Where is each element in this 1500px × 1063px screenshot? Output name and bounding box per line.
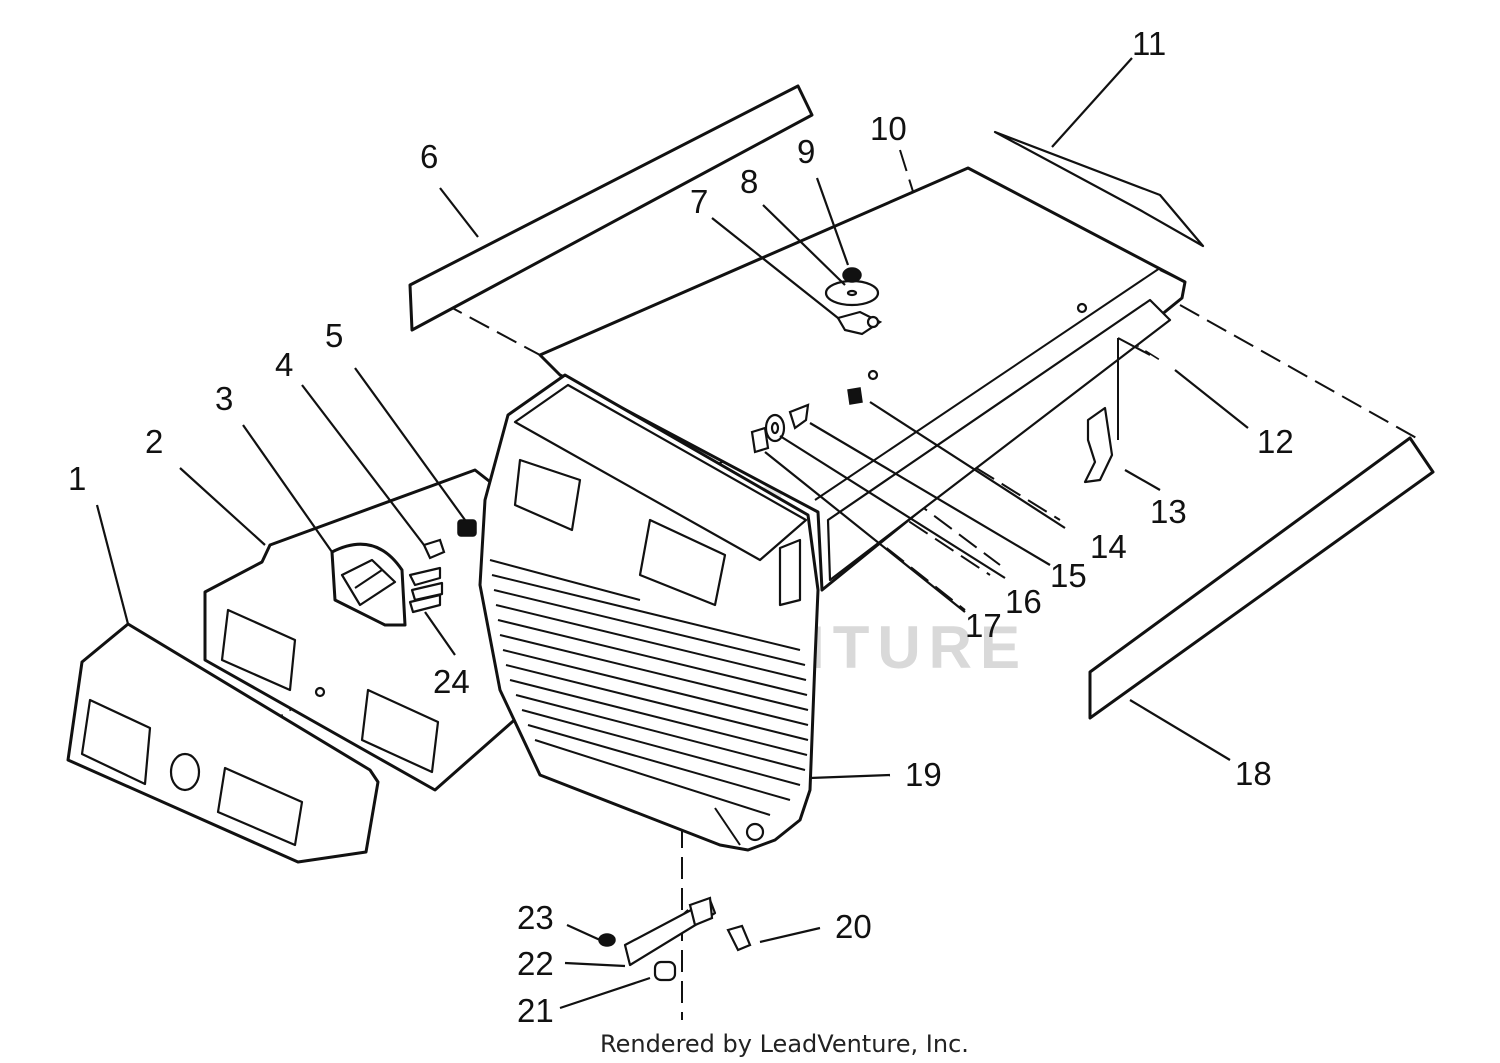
part-13-latch <box>1083 406 1114 484</box>
part-7-latch-bracket <box>836 310 883 336</box>
callout-20: 20 <box>835 908 872 945</box>
part-21-spacer <box>653 960 677 982</box>
part-1-front-insert <box>66 622 380 864</box>
part-22-bar <box>623 896 717 967</box>
callout-18: 18 <box>1235 755 1272 792</box>
part-20-knob <box>726 924 752 952</box>
part-23-washer <box>598 933 616 947</box>
callout-19: 19 <box>905 756 942 793</box>
render-credit: Rendered by LeadVenture, Inc. <box>600 1030 969 1058</box>
callout-2: 2 <box>145 423 163 460</box>
callout-5: 5 <box>325 317 343 354</box>
callout-23: 23 <box>517 899 554 936</box>
part-3-headlight <box>330 542 407 627</box>
part-24-bracket <box>408 566 444 614</box>
callout-12: 12 <box>1257 423 1294 460</box>
callout-24: 24 <box>433 663 470 700</box>
callout-7: 7 <box>690 183 708 220</box>
callout-8: 8 <box>740 163 758 200</box>
leader-lines <box>95 57 1249 1010</box>
part-4-bulb <box>422 538 446 560</box>
part-6-decal-strip <box>408 84 814 332</box>
callout-9: 9 <box>797 133 815 170</box>
part-12-hinge-line <box>1117 337 1151 440</box>
callout-10: 10 <box>870 110 907 147</box>
part-19-grille <box>478 373 820 852</box>
callout-1: 1 <box>68 460 86 497</box>
part-hood-side-window <box>826 298 1172 582</box>
callout-15: 15 <box>1050 557 1087 594</box>
part-11-top-decal <box>993 130 1205 248</box>
part-17-clip <box>750 426 770 454</box>
callout-6: 6 <box>420 138 438 175</box>
grille-slats <box>489 559 809 816</box>
part-8-washer <box>824 279 880 307</box>
part-18-side-decal <box>1088 436 1435 720</box>
callout-13: 13 <box>1150 493 1187 530</box>
callout-14: 14 <box>1090 528 1127 565</box>
callout-22: 22 <box>517 945 554 982</box>
callout-labels: 1 2 3 4 5 6 7 8 9 10 11 12 13 14 15 16 1… <box>68 25 1294 1029</box>
part-bolt <box>847 387 863 405</box>
part-15-washer <box>764 413 786 443</box>
callout-4: 4 <box>275 346 293 383</box>
callout-21: 21 <box>517 992 554 1029</box>
part-14-wing-nut <box>788 403 810 430</box>
callout-16: 16 <box>1005 583 1042 620</box>
callout-3: 3 <box>215 380 233 417</box>
part-9-nut <box>842 267 862 283</box>
part-5-socket <box>457 519 477 537</box>
callout-11: 11 <box>1132 25 1166 62</box>
callout-17: 17 <box>965 607 1002 644</box>
